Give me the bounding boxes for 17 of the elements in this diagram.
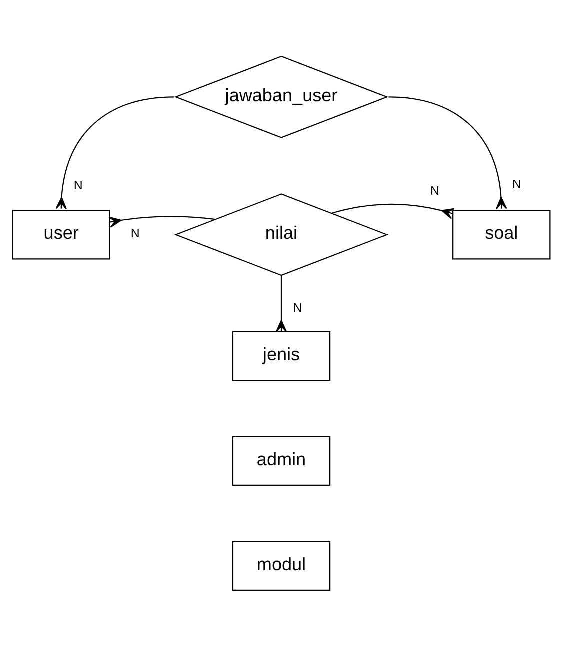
edge-label: N <box>130 226 140 241</box>
node-diamond: nilai <box>174 194 389 276</box>
edge-label: N <box>74 178 83 193</box>
node-box: user <box>12 210 110 260</box>
node-box: modul <box>232 541 331 592</box>
connector <box>332 204 455 220</box>
connector <box>276 276 288 333</box>
node-box: jenis <box>232 331 331 382</box>
edge-label: N <box>293 301 302 316</box>
edge-label: N <box>512 177 522 192</box>
node-diamond: jawaban_user <box>174 56 389 138</box>
edge-label: N <box>430 184 440 198</box>
connector <box>108 216 216 228</box>
connector <box>56 96 174 210</box>
node-box: admin <box>232 436 331 486</box>
connector <box>388 96 508 210</box>
node-box: soal <box>452 210 551 260</box>
